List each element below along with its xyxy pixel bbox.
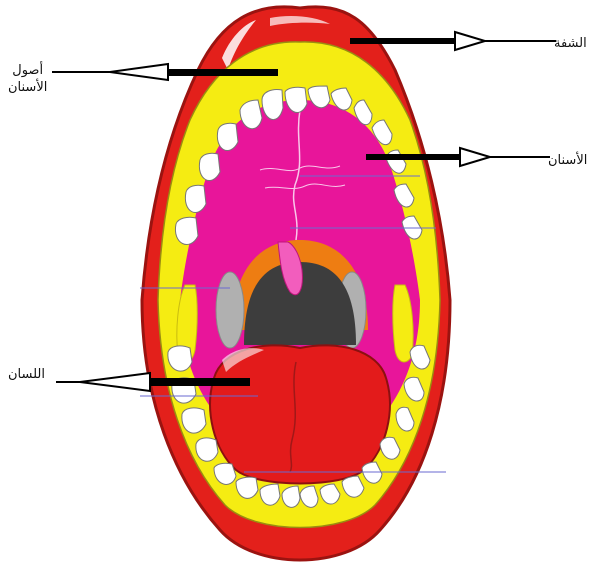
label-lip: الشفة: [554, 35, 587, 52]
label-tongue: اللسان: [8, 366, 45, 383]
label-gums-line2: الأسنان: [8, 79, 47, 96]
tonsil-left: [216, 272, 244, 348]
label-teeth: الأسنان: [548, 152, 587, 169]
tongue: [210, 345, 390, 483]
label-gums-line1: أصول: [8, 62, 47, 79]
label-gums: أصول الأسنان: [8, 62, 47, 96]
